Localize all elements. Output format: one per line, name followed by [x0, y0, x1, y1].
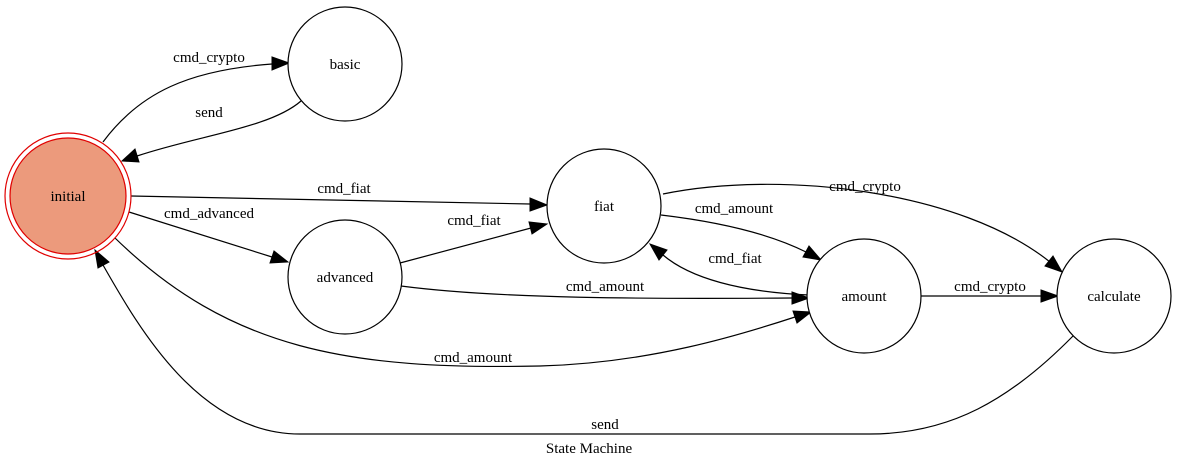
edge-label-fiat-to-calculate: cmd_crypto — [829, 179, 901, 195]
edge-amount-to-calculate: cmd_crypto — [921, 279, 1060, 303]
node-label-initial: initial — [51, 189, 86, 205]
edge-initial-to-basic: cmd_crypto — [102, 50, 291, 143]
node-label-calculate: calculate — [1087, 289, 1141, 305]
edge-advanced-to-fiat: cmd_fiat — [399, 213, 549, 264]
node-advanced: advanced — [287, 219, 403, 335]
node-initial: initial — [4, 132, 132, 260]
node-label-fiat: fiat — [594, 199, 615, 215]
edge-label-fiat-to-amount: cmd_amount — [695, 201, 774, 217]
node-label-basic: basic — [330, 57, 361, 73]
edge-fiat-to-calculate: cmd_crypto — [662, 179, 1064, 273]
edge-label-calculate-to-initial: send — [591, 417, 619, 433]
edge-label-initial-to-amount: cmd_amount — [434, 350, 513, 366]
node-fiat: fiat — [546, 148, 662, 264]
edge-label-amount-to-fiat: cmd_fiat — [708, 251, 762, 267]
edge-initial-to-advanced: cmd_advanced — [128, 206, 290, 264]
edge-label-initial-to-advanced: cmd_advanced — [164, 206, 254, 222]
edge-label-amount-to-calculate: cmd_crypto — [954, 279, 1026, 295]
node-basic: basic — [287, 6, 403, 122]
edge-initial-to-fiat: cmd_fiat — [130, 181, 549, 212]
edge-basic-to-initial: send — [120, 100, 302, 163]
edge-label-basic-to-initial: send — [195, 105, 223, 121]
node-calculate: calculate — [1056, 238, 1172, 354]
edge-initial-to-amount: cmd_amount — [114, 237, 813, 368]
node-amount: amount — [806, 238, 922, 354]
edge-label-initial-to-basic: cmd_crypto — [173, 50, 245, 66]
edge-advanced-to-amount: cmd_amount — [400, 279, 811, 305]
edge-calculate-to-initial: send — [94, 248, 1074, 435]
edge-amount-to-fiat: cmd_fiat — [648, 243, 810, 296]
diagram-caption: State Machine — [546, 441, 633, 457]
edge-label-advanced-to-fiat: cmd_fiat — [447, 213, 501, 229]
edge-fiat-to-amount: cmd_amount — [660, 201, 823, 261]
edge-label-initial-to-fiat: cmd_fiat — [317, 181, 371, 197]
node-label-advanced: advanced — [317, 270, 374, 286]
node-label-amount: amount — [842, 289, 888, 305]
edge-label-advanced-to-amount: cmd_amount — [566, 279, 645, 295]
